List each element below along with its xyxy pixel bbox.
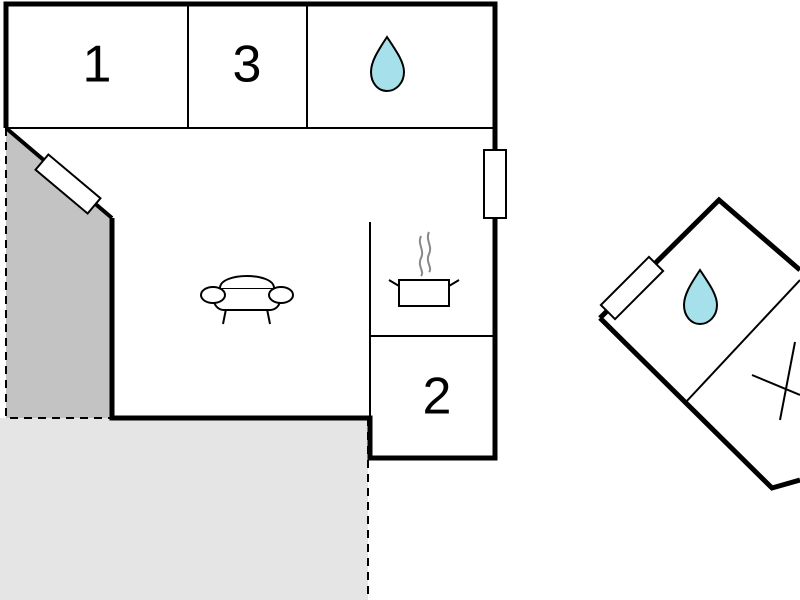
room-label-1: 1 <box>83 36 112 94</box>
cooking-pot-icon <box>388 231 460 307</box>
room-label-2: 2 <box>423 368 452 426</box>
outer-wall <box>3 1 498 461</box>
window-icon <box>483 149 507 219</box>
annex-wall <box>598 196 800 491</box>
room-label-3: 3 <box>233 36 262 94</box>
annex-building <box>598 196 800 491</box>
sofa-icon <box>200 275 294 325</box>
cross-icon <box>751 341 800 421</box>
open-terrace <box>0 418 368 600</box>
water-drop-icon <box>369 35 406 93</box>
window-icon <box>599 255 665 321</box>
annex-partition <box>684 279 800 404</box>
water-drop-icon <box>682 268 719 326</box>
window-icon <box>34 153 102 215</box>
